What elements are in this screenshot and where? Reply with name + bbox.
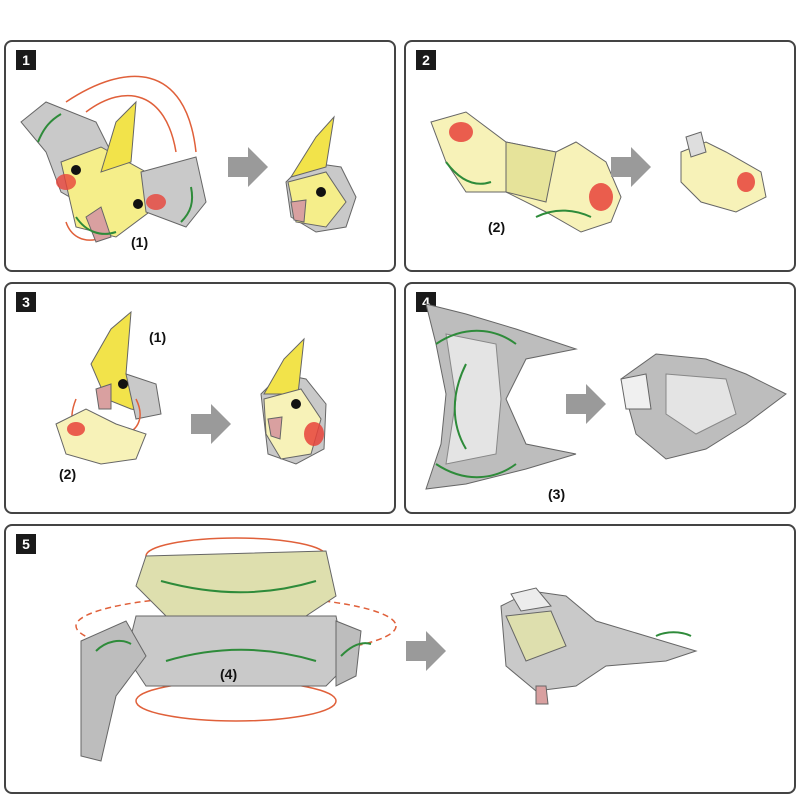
part-label: (1) — [149, 329, 166, 345]
head-piece-grey — [126, 374, 161, 419]
step-1-panel: 1 (1) — [4, 40, 396, 272]
part-label: (1) — [131, 234, 148, 250]
process-arrow — [191, 404, 231, 444]
crest-pattern — [101, 102, 136, 172]
part-label: (4) — [220, 666, 237, 682]
eye-dot — [316, 187, 326, 197]
process-arrow — [406, 631, 446, 671]
part-label: (3) — [548, 486, 565, 502]
process-arrow — [566, 384, 606, 424]
assembled-crest — [264, 339, 304, 394]
step-2-panel: 2 (2) — [404, 40, 796, 272]
cheek-spot — [146, 194, 166, 210]
cheek-spot — [589, 183, 613, 211]
cheek-spot — [304, 422, 324, 446]
eye-dot — [71, 165, 81, 175]
assembled-body-tab — [621, 374, 651, 409]
part-label: (2) — [59, 466, 76, 482]
cheek-spot — [67, 422, 85, 436]
process-arrow — [228, 147, 268, 187]
step-4-illustration — [406, 284, 798, 516]
cheek-spot — [449, 122, 473, 142]
head-pattern-right — [141, 157, 206, 227]
part-label: (2) — [488, 219, 505, 235]
step-5-illustration — [6, 526, 798, 796]
cheek-spot — [737, 172, 755, 192]
step-3-panel: 3 (1) (2) — [4, 282, 396, 514]
eye-dot — [133, 199, 143, 209]
wing-piece-right — [336, 621, 361, 686]
step-4-panel: 4 (3) — [404, 282, 796, 514]
process-arrow — [611, 147, 651, 187]
cheek-spot — [56, 174, 76, 190]
cheek-piece — [56, 409, 146, 464]
eye-dot — [291, 399, 301, 409]
fold-guide-ring — [136, 681, 336, 721]
eye-dot — [118, 379, 128, 389]
step-1-illustration — [6, 42, 398, 274]
assembled-bird-feet — [536, 686, 548, 704]
step-5-panel: 5 (4) — [4, 524, 796, 794]
bend-arrow — [656, 632, 691, 636]
step-2-illustration — [406, 42, 798, 274]
beak-piece — [96, 384, 111, 409]
